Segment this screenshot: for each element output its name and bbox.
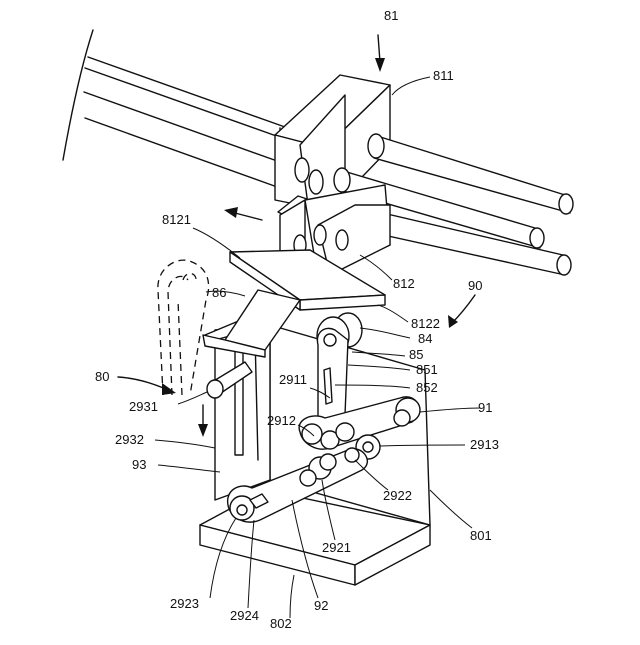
label-802: 802 — [270, 616, 292, 631]
label-2923: 2923 — [170, 596, 199, 611]
label-80: 80 — [95, 369, 109, 384]
label-852: 852 — [416, 380, 438, 395]
label-86: 86 — [212, 285, 226, 300]
label-2931: 2931 — [129, 399, 158, 414]
label-90: 90 — [468, 278, 482, 293]
label-2922: 2922 — [383, 488, 412, 503]
label-2912: 2912 — [267, 413, 296, 428]
label-93: 93 — [132, 457, 146, 472]
label-92: 92 — [314, 598, 328, 613]
label-91: 91 — [478, 400, 492, 415]
label-2924: 2924 — [230, 608, 259, 623]
label-811: 811 — [433, 68, 454, 83]
rail-assembly — [63, 30, 298, 196]
label-812: 812 — [393, 276, 415, 291]
label-8121: 8121 — [162, 212, 191, 227]
label-2913: 2913 — [470, 437, 499, 452]
label-801: 801 — [470, 528, 492, 543]
label-2911: 2911 — [279, 372, 307, 387]
ghost-arm — [158, 260, 209, 395]
label-851: 851 — [416, 362, 438, 377]
label-84: 84 — [418, 331, 432, 346]
label-2932: 2932 — [115, 432, 144, 447]
label-85: 85 — [409, 347, 423, 362]
label-2921: 2921 — [322, 540, 351, 555]
label-81: 81 — [384, 8, 398, 23]
label-8122: 8122 — [411, 316, 440, 331]
